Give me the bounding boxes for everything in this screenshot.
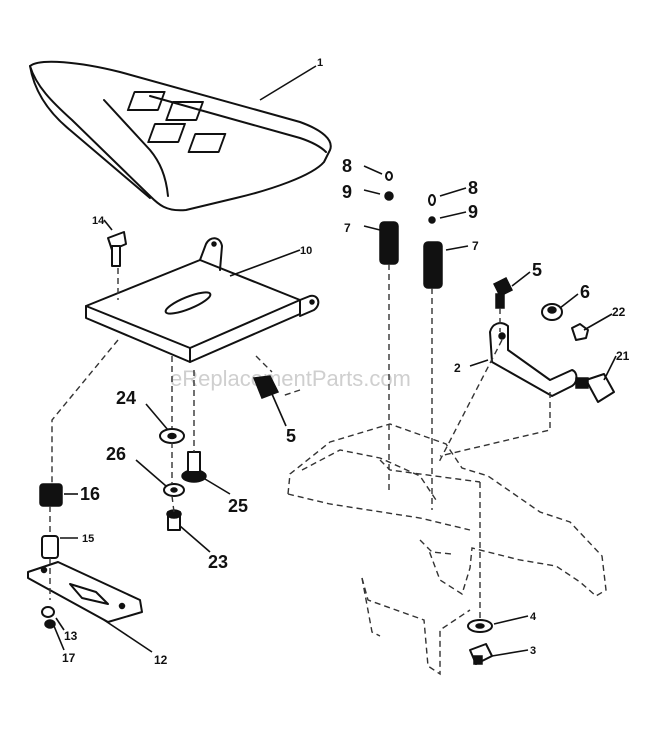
callout-4: 4 xyxy=(530,611,537,623)
callout-leaders xyxy=(53,65,617,657)
callout-7-right: 7 xyxy=(472,239,479,253)
callout-1: 1 xyxy=(317,57,323,69)
callout-23: 23 xyxy=(208,552,228,572)
carriage-bolt-part xyxy=(107,231,127,267)
washer-24-part xyxy=(159,428,185,444)
washer-4-part xyxy=(467,619,493,633)
callout-2: 2 xyxy=(454,361,461,375)
callout-24: 24 xyxy=(116,388,136,408)
seat-pan-part xyxy=(85,237,320,363)
callout-8-left: 8 xyxy=(342,156,352,176)
chassis-frame-outline xyxy=(287,423,607,676)
washer-26-part xyxy=(163,483,185,497)
callout-9-right: 9 xyxy=(468,202,478,222)
seat-cushion-part xyxy=(29,60,332,212)
callout-8-right: 8 xyxy=(468,178,478,198)
callout-13: 13 xyxy=(64,629,78,643)
callout-25: 25 xyxy=(228,496,248,516)
callout-26: 26 xyxy=(106,444,126,464)
spring-right-part xyxy=(423,194,443,289)
knob-middle-part xyxy=(252,375,280,399)
callout-15: 15 xyxy=(82,533,94,545)
callout-16: 16 xyxy=(80,484,100,504)
bolt-3-part xyxy=(469,643,493,665)
adjustment-knob-part xyxy=(575,373,615,403)
alignment-lines xyxy=(49,264,551,618)
callout-labels: 1 8 9 7 8 9 7 14 10 5 6 22 2 21 24 5 26 … xyxy=(62,57,630,667)
slide-plate-part xyxy=(27,561,143,623)
small-nut-part xyxy=(571,323,589,341)
callout-9-left: 9 xyxy=(342,182,352,202)
watermark-text: eReplacementParts.com xyxy=(170,366,411,391)
nut-part xyxy=(541,303,563,321)
callout-14: 14 xyxy=(92,215,105,227)
nut-13-part xyxy=(41,606,56,629)
callout-12: 12 xyxy=(154,653,168,667)
callout-10: 10 xyxy=(300,245,312,257)
callout-6: 6 xyxy=(580,282,590,302)
knob-top-part xyxy=(492,276,514,309)
callout-3: 3 xyxy=(530,645,536,657)
bracket-part xyxy=(489,322,578,397)
spring-left-part xyxy=(379,171,399,265)
spacer-part xyxy=(41,535,59,559)
coil-spring-part xyxy=(39,483,63,507)
callout-5-middle: 5 xyxy=(286,426,296,446)
callout-17: 17 xyxy=(62,651,76,665)
callout-7-left: 7 xyxy=(344,221,351,235)
callout-22: 22 xyxy=(612,305,626,319)
bolt-23-part xyxy=(166,509,182,531)
callout-5-top: 5 xyxy=(532,260,542,280)
callout-21: 21 xyxy=(616,349,630,363)
